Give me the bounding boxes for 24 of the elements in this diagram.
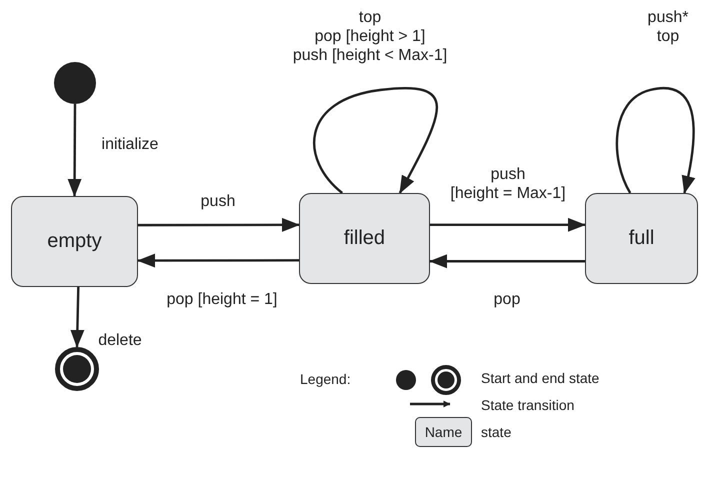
legend-heading: Legend: xyxy=(300,371,351,387)
state-box: Name xyxy=(415,417,472,447)
transition-arrow xyxy=(313,87,438,194)
transition-arrow xyxy=(137,254,299,268)
state-box: full xyxy=(585,193,698,284)
edge-label: pop [height = 1] xyxy=(166,290,278,309)
transition-arrow xyxy=(68,104,82,197)
edge-label: push [height = Max-1] xyxy=(450,165,566,203)
edge-label: push* top xyxy=(648,8,688,46)
transition-arrow xyxy=(70,286,84,348)
legend-text: State transition xyxy=(481,397,574,413)
legend-text: state xyxy=(481,424,512,440)
edge-label: pop xyxy=(494,290,520,309)
transition-arrow xyxy=(430,218,586,232)
transition-arrow xyxy=(429,254,585,268)
transition-arrow xyxy=(138,218,300,232)
legend-text: Start and end state xyxy=(481,370,600,386)
edge-label: top pop [height > 1] push [height < Max-1] xyxy=(292,8,448,65)
edge-label: initialize xyxy=(102,135,158,154)
edge-label: delete xyxy=(98,331,142,350)
state-box: filled xyxy=(299,193,430,284)
edge-label: push xyxy=(200,192,236,211)
state-box: empty xyxy=(11,196,138,287)
transition-arrow xyxy=(616,87,695,194)
